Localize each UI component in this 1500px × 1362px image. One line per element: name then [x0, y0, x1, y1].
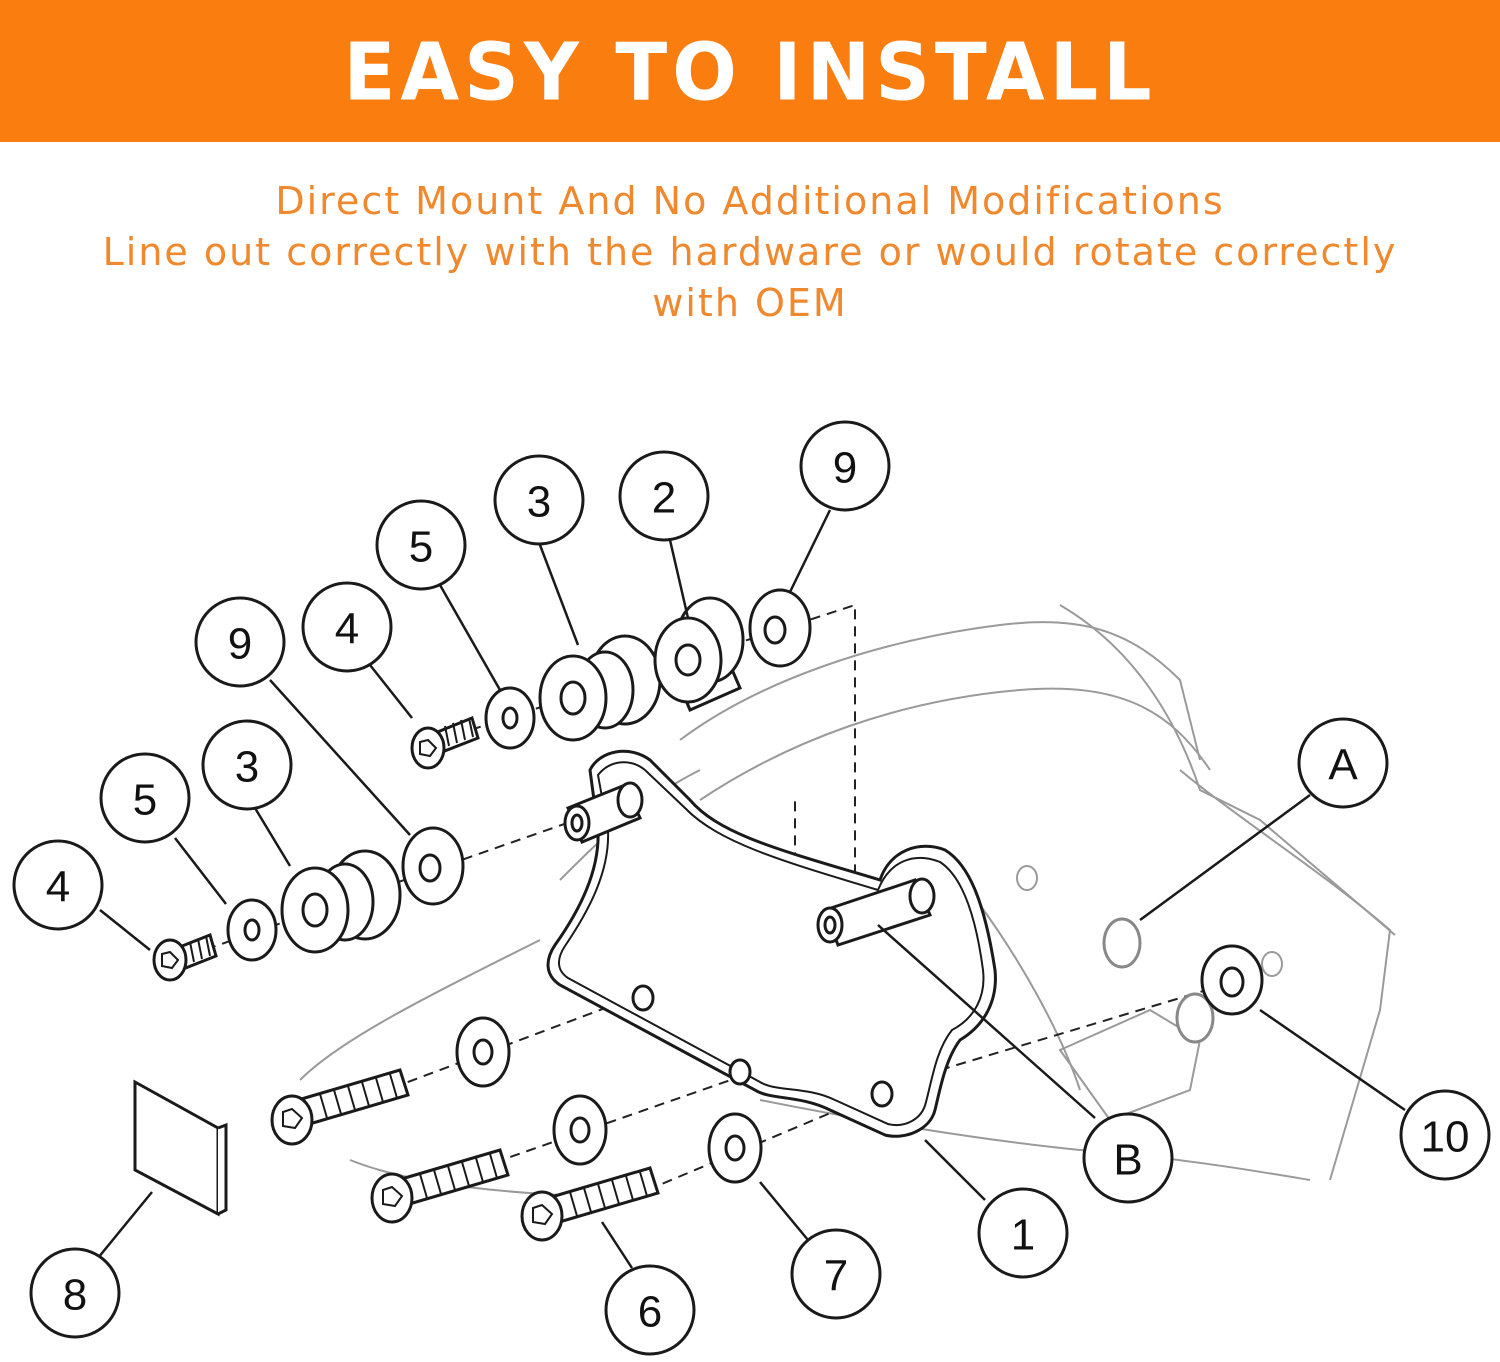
callout-B-circle — [1082, 1112, 1174, 1204]
callout-9-lower: 9 — [228, 620, 252, 669]
callout-circles — [12, 420, 1491, 1356]
callout-4-upper-circle — [301, 581, 393, 673]
callout-8-circle — [29, 1247, 121, 1339]
callout-3-upper-circle — [493, 454, 585, 546]
header-banner: EASY TO INSTALL — [0, 0, 1500, 142]
callout-6: 6 — [638, 1288, 662, 1337]
adhesive-pad — [133, 1079, 228, 1217]
callout-7: 7 — [824, 1252, 848, 1301]
callout-labels: 9 2 3 5 4 9 3 5 4 A B 1 10 7 6 8 — [46, 444, 1470, 1337]
callout-3-lower-circle — [201, 719, 293, 811]
subtitle-line-2: Line out correctly with the hardware or … — [102, 230, 1398, 274]
callout-1-circle — [977, 1187, 1069, 1279]
callout-7-circle — [790, 1228, 882, 1320]
callout-9-lower-circle — [194, 596, 286, 688]
bracket-studs — [563, 781, 936, 947]
subtitle-block: Direct Mount And No Additional Modificat… — [0, 176, 1500, 329]
callout-6-circle — [604, 1264, 696, 1356]
callout-2: 2 — [652, 474, 676, 523]
subtitle-line-3: with OEM — [652, 281, 848, 325]
leader-lines — [97, 509, 1406, 1269]
callout-8: 8 — [63, 1271, 87, 1320]
callout-3-upper: 3 — [527, 478, 551, 527]
callout-5-upper-circle — [375, 499, 467, 591]
lower-hardware-stack — [152, 826, 465, 982]
long-bolts-and-washers — [270, 1016, 763, 1242]
callout-1: 1 — [1011, 1211, 1035, 1260]
banner-title: EASY TO INSTALL — [343, 24, 1157, 118]
subtitle-line-1: Direct Mount And No Additional Modificat… — [275, 179, 1225, 223]
callout-3-lower: 3 — [235, 743, 259, 792]
callout-5-lower: 5 — [133, 776, 157, 825]
callout-5-lower-circle — [99, 752, 191, 844]
callout-A: A — [1328, 741, 1358, 790]
callout-5-upper: 5 — [409, 523, 433, 572]
fender-fasteners — [1102, 917, 1264, 1044]
callout-4-lower-circle — [12, 839, 104, 931]
callout-10: 10 — [1421, 1113, 1470, 1162]
callout-9-upper-circle — [799, 420, 891, 512]
callout-A-circle — [1297, 717, 1389, 809]
upper-hardware-stack — [410, 588, 812, 770]
callout-10-circle — [1399, 1089, 1491, 1181]
callout-4-upper: 4 — [335, 605, 359, 654]
callout-4-lower: 4 — [46, 863, 70, 912]
callout-2-circle — [618, 450, 710, 542]
mounting-bracket — [546, 749, 997, 1138]
callout-9-upper: 9 — [833, 444, 857, 493]
callout-B: B — [1113, 1136, 1142, 1185]
